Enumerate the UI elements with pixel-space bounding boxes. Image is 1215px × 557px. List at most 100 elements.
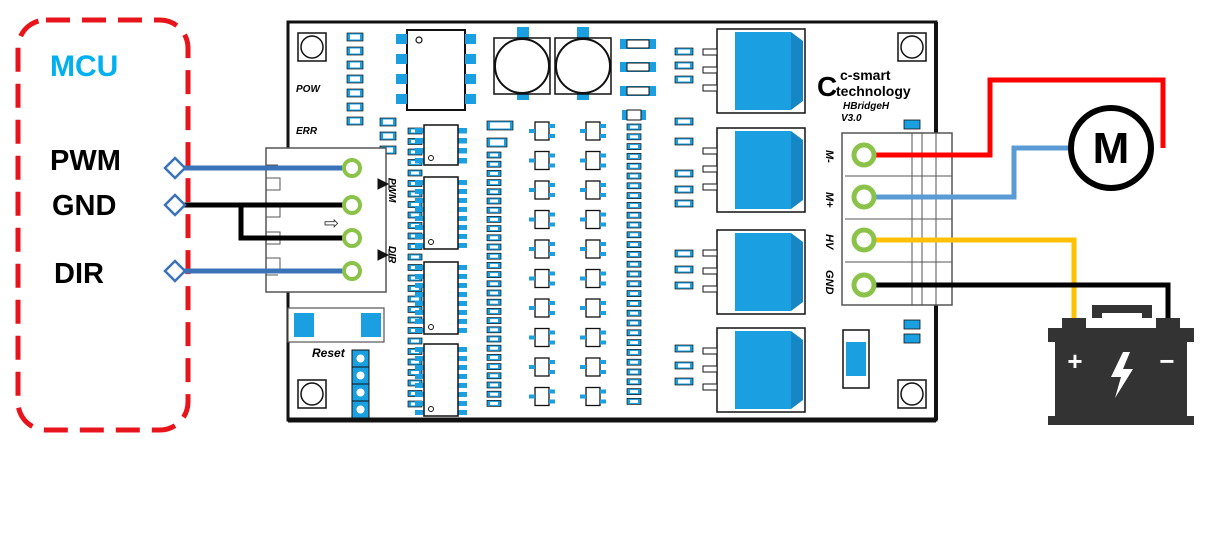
smd-resistor <box>379 117 397 127</box>
smd-resistor <box>486 234 502 242</box>
smd-resistor <box>346 32 364 42</box>
mosfet-array <box>702 28 806 413</box>
capacitor <box>493 27 551 100</box>
mounting-hole <box>297 379 327 409</box>
transistor <box>580 327 606 348</box>
smd-resistor <box>486 381 502 389</box>
smd-resistor <box>486 225 502 232</box>
smd-resistor <box>346 102 364 112</box>
mounting-hole <box>297 32 327 62</box>
smd-resistor <box>407 253 423 261</box>
smd-resistor <box>626 192 642 199</box>
brand-mark: C <box>817 71 837 102</box>
smd-resistor <box>486 137 508 148</box>
smd-resistor <box>674 75 694 84</box>
lightning-icon <box>1111 352 1133 398</box>
transistor <box>529 180 555 200</box>
smd-resistor <box>486 363 502 370</box>
smd-resistor <box>486 326 502 334</box>
wire-hv <box>865 237 1077 320</box>
smd-resistor <box>346 46 364 56</box>
smd-resistor <box>626 339 642 346</box>
driver-board: POW ERR <box>265 20 953 423</box>
mosfet <box>702 229 806 315</box>
brand-line2: technology <box>836 83 911 99</box>
transistor <box>529 357 555 377</box>
smd-resistor <box>486 280 502 288</box>
smd-resistor <box>674 47 694 56</box>
motor-symbol: M <box>1093 124 1130 173</box>
wires <box>176 77 1171 320</box>
smd-resistor <box>626 251 642 258</box>
smd-resistor <box>486 390 502 398</box>
terminal-screw-icon <box>342 158 362 178</box>
shunt-resistor <box>842 119 921 389</box>
smd-resistor <box>626 329 642 337</box>
smd-resistor <box>626 358 642 366</box>
smd-resistor <box>486 120 514 131</box>
smd-resistor <box>674 117 694 126</box>
reset-header <box>351 349 370 419</box>
smd-resistor <box>486 372 502 380</box>
smd-resistor <box>486 206 502 214</box>
battery-icon: + − <box>1048 305 1194 425</box>
transistor <box>529 239 555 259</box>
mcu-title: MCU <box>50 50 118 83</box>
wire-motor-minus <box>865 77 1166 158</box>
mounting-hole <box>897 379 927 409</box>
reset-label: Reset <box>312 346 346 360</box>
smd-resistor <box>674 137 694 146</box>
transistor <box>580 268 606 289</box>
smd-resistor <box>674 249 694 258</box>
mcu-border <box>15 17 191 433</box>
smd-resistor <box>626 309 642 317</box>
ic-soic <box>415 261 467 335</box>
smd-resistor <box>626 221 642 229</box>
smd-resistor <box>486 197 502 205</box>
terminal-label-m-plus: M+ <box>823 192 835 208</box>
smd-resistor <box>626 202 642 209</box>
input-connector: ⇨ PWM DIR <box>265 147 397 293</box>
terminal-screw-icon <box>851 227 877 253</box>
smd-resistor <box>626 153 642 160</box>
terminal-screw-icon <box>851 184 877 210</box>
terminal-label-gnd: GND <box>823 270 835 295</box>
smd-resistor <box>407 169 423 177</box>
smd-resistor <box>379 131 397 141</box>
transistor <box>580 386 606 407</box>
smd-resistor <box>674 281 694 290</box>
smd-resistor <box>486 216 502 223</box>
board-version: V3.0 <box>841 113 862 124</box>
input-pwm-label: PWM <box>386 178 397 203</box>
smd-resistor <box>486 160 502 168</box>
mosfet <box>702 28 806 114</box>
transistor <box>529 386 555 407</box>
mcu-connectors <box>163 156 187 283</box>
led-pow-label: POW <box>296 84 321 95</box>
smd-resistor <box>626 123 642 131</box>
smd-resistor <box>626 300 642 307</box>
transistor <box>529 268 555 289</box>
transistor <box>580 209 606 230</box>
brand-logo: C c-smart technology HBridgeH V3.0 <box>817 67 911 124</box>
ic-soic <box>415 124 467 166</box>
wire-motor-plus <box>865 145 1070 200</box>
mounting-hole <box>897 32 927 62</box>
smd-resistor <box>486 243 502 251</box>
transistor <box>580 357 606 377</box>
mcu-pin-pwm: PWM <box>50 145 121 177</box>
smd-resistor <box>626 319 642 327</box>
led-diode-icon <box>377 249 390 261</box>
transistor <box>580 239 606 259</box>
mcu-pin-gnd: GND <box>52 190 116 222</box>
smd-resistor <box>486 317 502 324</box>
gnd-connector-icon <box>163 193 187 217</box>
smd-resistor <box>674 169 694 178</box>
smd-resistor <box>346 88 364 98</box>
wire-gnd-branch <box>238 205 352 241</box>
smd-resistor <box>486 308 502 315</box>
pwm-connector-icon <box>163 156 187 180</box>
transistor <box>529 327 555 348</box>
smd-resistor <box>486 252 502 260</box>
ic-soic <box>415 343 467 417</box>
